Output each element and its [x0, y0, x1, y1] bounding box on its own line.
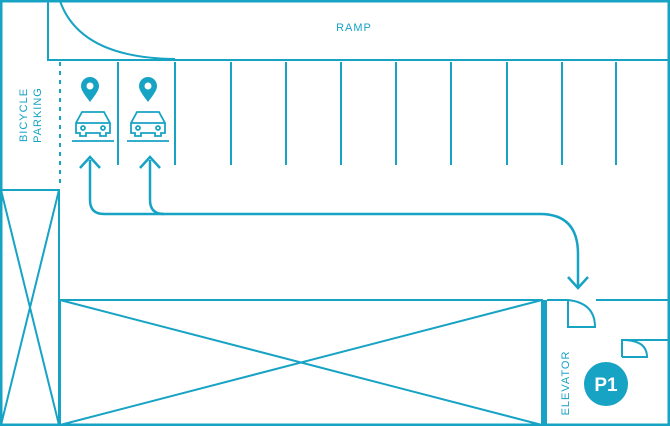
arrow-icon [79, 155, 101, 169]
ramp-label: RAMP [336, 22, 372, 34]
ramp-curve [59, 0, 176, 60]
door-swing-1 [567, 299, 597, 328]
arrow-icon [567, 276, 589, 290]
location-pin-icon [139, 77, 157, 102]
level-badge-label: P1 [594, 375, 618, 396]
level-badge [584, 362, 628, 406]
car-icon [127, 111, 169, 142]
location-pin-icon [81, 77, 99, 102]
left-column [0, 189, 60, 426]
door-swing-2 [621, 339, 649, 358]
structural-block [59, 299, 543, 426]
route-path [88, 160, 580, 287]
bicycle-parking-label-line1: BICYCLE [18, 88, 30, 142]
arrow-icon [139, 155, 161, 169]
ramp-outline [47, 1, 670, 61]
bicycle-parking-label-line2: PARKING [32, 87, 44, 143]
car-icon [72, 111, 114, 142]
route-branch [148, 160, 165, 216]
parking-spot-dividers [117, 62, 617, 165]
elevator-label: ELEVATOR [560, 351, 572, 416]
